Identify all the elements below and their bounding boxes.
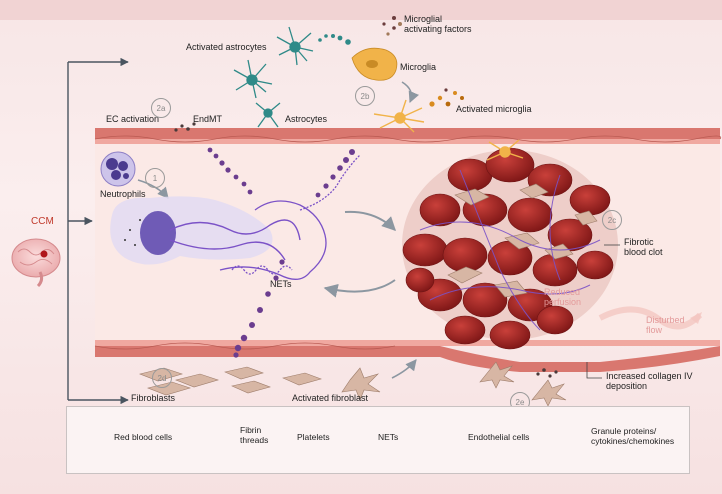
legend-platelets-label: Platelets <box>297 432 330 442</box>
reduced-perfusion-label: Reduced perfusion <box>544 287 582 308</box>
nets-strands <box>219 154 361 280</box>
vessel-top-wall <box>94 128 722 144</box>
neutrophil-icon <box>100 151 136 187</box>
activated-microglia <box>373 99 524 161</box>
increased-collagen-label: Increased collagen IV deposition <box>606 371 693 392</box>
step-1-badge: 1 <box>145 168 165 188</box>
ec-activation-label: EC activation <box>106 114 160 124</box>
activated-microglia-label: Activated microglia <box>456 104 532 114</box>
step-2b-badge: 2b <box>355 86 375 106</box>
legend-granule-label: Granule proteins/ cytokines/chemokines <box>591 426 675 446</box>
step-2d-badge: 2d <box>152 368 172 388</box>
header-band <box>0 0 722 20</box>
arrow-to-nets <box>323 279 396 298</box>
disturbed-flow-arrow <box>598 306 703 330</box>
nets-label: NETs <box>270 279 292 289</box>
neutrophils-label: Neutrophils <box>100 189 146 199</box>
disturbed-flow-label: Disturbed flow <box>646 315 685 336</box>
astrocyte-activated-2 <box>233 59 273 99</box>
fibroblasts-2e <box>479 361 567 407</box>
legend-rbc-label: Red blood cells <box>114 432 173 442</box>
fibroblast-dots <box>536 368 558 378</box>
leader-collagen <box>586 362 602 379</box>
arrow-to-clot <box>344 210 396 231</box>
astrocyte-dots <box>318 34 351 45</box>
step-2a-badge: 2a <box>151 98 171 118</box>
net-neutrophil <box>110 196 301 265</box>
microglia-cell <box>351 47 398 81</box>
legend-nets-label: NETs <box>378 432 399 442</box>
activated-microglia-dots <box>429 88 464 107</box>
activated-fibroblast <box>341 367 381 401</box>
ccm-label: CCM <box>31 216 54 227</box>
legend-fibrin-label: Fibrin threads <box>240 425 269 445</box>
activated-astrocytes-label: Activated astrocytes <box>186 42 267 52</box>
fibroblasts-label: Fibroblasts <box>131 393 176 403</box>
microglial-factors-label: Microglial activating factors <box>404 14 472 35</box>
fibrotic-clot-label: Fibrotic blood clot <box>624 237 663 258</box>
granule-trail <box>207 147 355 358</box>
ec-activation-dots <box>174 122 196 132</box>
brain-icon <box>11 238 61 288</box>
legend-endothelial-label: Endothelial cells <box>468 432 530 442</box>
endmt-label: EndMT <box>193 114 223 124</box>
fibrotic-clot <box>402 147 618 350</box>
fibroblasts <box>139 366 322 396</box>
step-2c-badge: 2c <box>602 210 622 230</box>
microglia-label: Microglia <box>400 62 437 72</box>
vessel-bottom-wall <box>94 340 720 372</box>
arrow-microglia <box>401 81 420 104</box>
astrocyte-activated-1 <box>276 26 314 66</box>
microglial-factor-dots <box>382 16 402 36</box>
astrocyte-resting <box>255 102 281 128</box>
arrow-fibroblast <box>391 359 417 379</box>
legend-box <box>66 406 690 474</box>
astrocytes-label: Astrocytes <box>285 114 328 124</box>
activated-fibroblast-label: Activated fibroblast <box>292 393 369 403</box>
